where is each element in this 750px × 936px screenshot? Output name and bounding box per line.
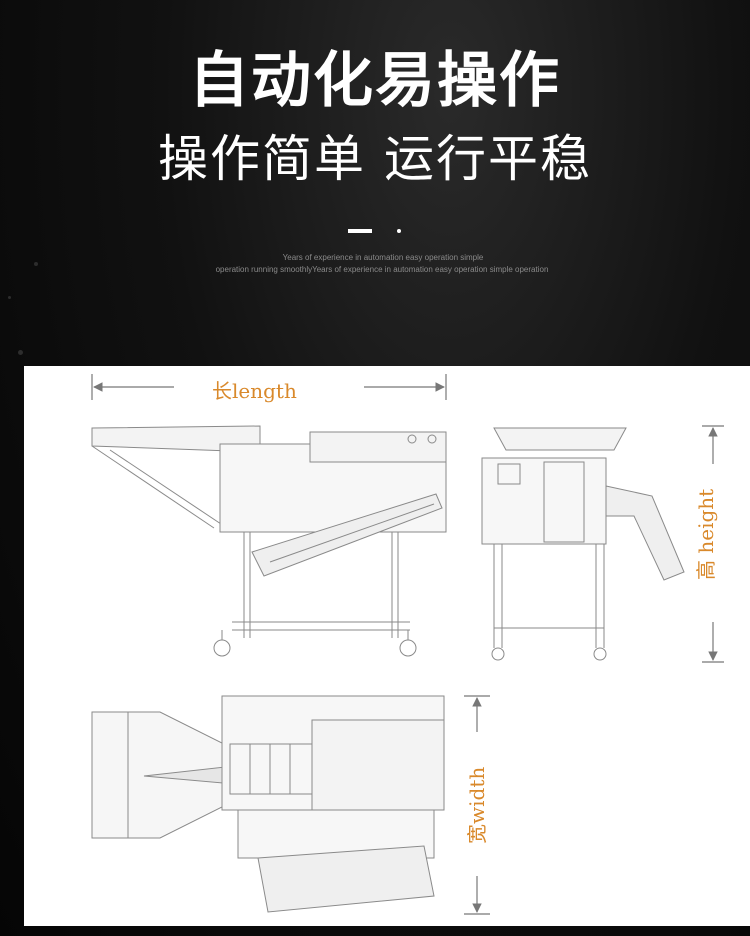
- length-dimension-arrows: [91, 374, 447, 400]
- sparkle-decoration: [34, 262, 38, 266]
- divider-dot: [397, 229, 401, 233]
- width-dimension-arrows: [464, 695, 490, 915]
- hero-section: 自动化易操作 操作简单 运行平稳 Years of experience in …: [0, 0, 750, 366]
- machine-line-drawing: [91, 374, 724, 915]
- side-view-machine: [91, 425, 447, 657]
- tagline-line-2: operation running smoothlyYears of exper…: [215, 265, 549, 274]
- front-view-machine: [481, 427, 685, 661]
- length-label: 长length: [212, 379, 297, 403]
- height-label: 高 height: [694, 488, 718, 580]
- page-subtitle: 操作简单 运行平稳: [158, 130, 592, 188]
- height-dimension-arrows: [702, 425, 724, 663]
- width-label: 宽width: [465, 766, 489, 844]
- divider-line: [348, 229, 372, 233]
- sparkle-decoration: [18, 350, 23, 355]
- dimension-drawing-panel: 长length 高 height 宽width: [24, 366, 750, 926]
- top-view-machine: [91, 695, 445, 913]
- sparkle-decoration: [8, 296, 11, 299]
- page-title: 自动化易操作: [189, 46, 561, 116]
- tagline-line-1: Years of experience in automation easy o…: [282, 253, 484, 262]
